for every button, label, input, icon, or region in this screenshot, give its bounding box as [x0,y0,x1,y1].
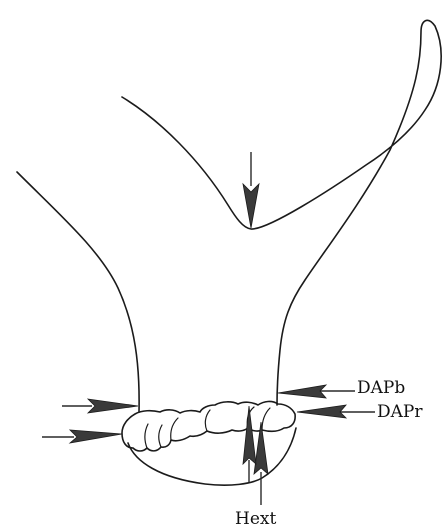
left-upper-arrow-head [88,399,138,413]
notch-arrow-head [243,184,259,228]
dapr-arrow-head [297,405,346,418]
hext-inner-arrow-head [243,406,256,464]
left-lower-arrow-head [70,430,122,443]
jaw-lower-outline [128,428,296,485]
left-outer-outline [17,172,139,412]
hext-arrow-head [254,422,268,474]
dapr-label: DAPr [377,404,422,421]
upper-notch-outline [122,20,441,405]
dapb-label: DAPb [357,380,405,397]
dapb-arrow-head [278,385,326,398]
hext-label: Hext [235,511,276,528]
